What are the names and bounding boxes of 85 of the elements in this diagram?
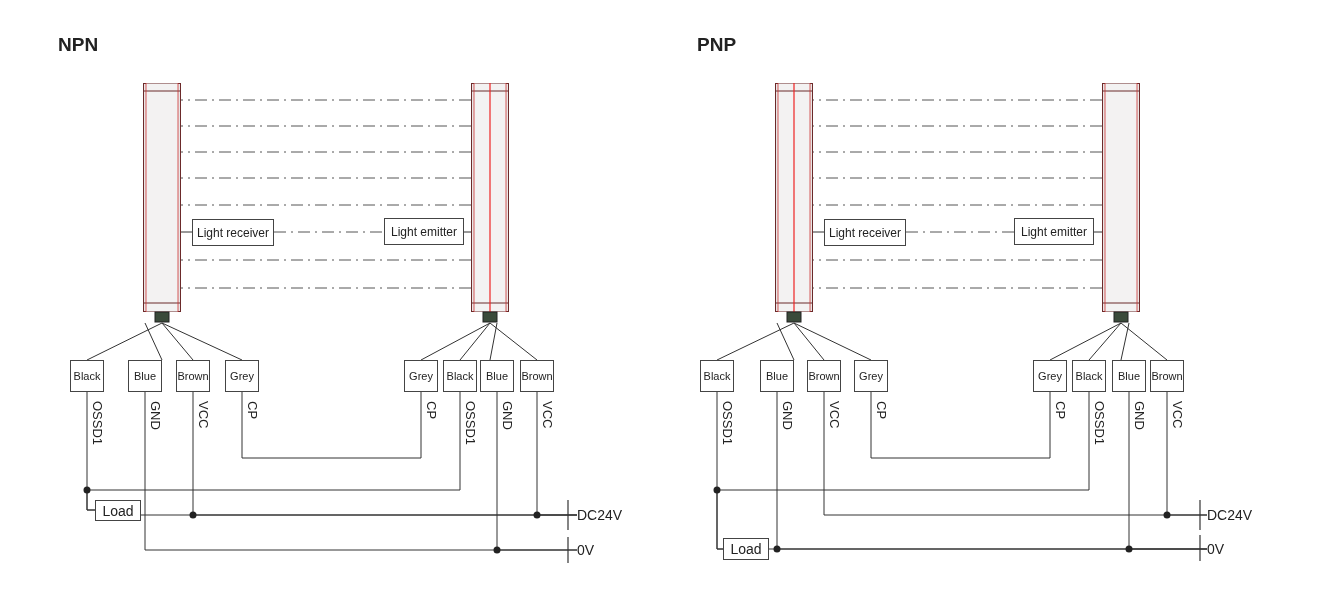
wire-color-label: Grey: [230, 370, 254, 382]
device-label-box: Light emitter: [1014, 218, 1094, 245]
wire-signal-label: GND: [1133, 401, 1146, 430]
light-beam: [273, 231, 385, 233]
device-label-box: Light receiver: [824, 219, 906, 246]
wire: [776, 322, 795, 361]
wire: [496, 391, 578, 551]
light-curtain-bar: [471, 83, 509, 323]
leader-line: [463, 231, 472, 233]
wire: [86, 322, 163, 361]
wire-signal-label: GND: [501, 401, 514, 430]
wire-signal-label: CP: [246, 401, 259, 420]
wire-color-label: Blue: [766, 370, 788, 382]
wire: [161, 322, 243, 361]
light-curtain-bar: [775, 83, 813, 323]
leader-line: [812, 231, 825, 233]
wire: [1166, 391, 1208, 516]
wire: [1049, 322, 1122, 361]
wire-color-label: Grey: [1038, 370, 1062, 382]
wire-color-label: Grey: [409, 370, 433, 382]
wire: [1128, 391, 1208, 550]
wire-signal-label: OSSD1: [91, 401, 104, 446]
device-label-box: Light emitter: [384, 218, 464, 245]
wire-signal-label: OSSD1: [464, 401, 477, 446]
light-beam: [180, 99, 472, 101]
wire: [793, 322, 825, 361]
wire: [716, 391, 1090, 550]
wire-signal-label: CP: [875, 401, 888, 420]
wire: [241, 391, 422, 459]
wire-color-label: Brown: [808, 370, 840, 382]
wire-color-label: Brown: [521, 370, 553, 382]
wire: [793, 322, 872, 361]
light-beam: [180, 125, 472, 127]
wire-color-label: Blue: [486, 370, 508, 382]
wire-signal-label: VCC: [541, 401, 554, 429]
wire: [489, 322, 538, 361]
wire-color-label: Grey: [859, 370, 883, 382]
wire-signal-label: VCC: [1171, 401, 1184, 429]
device-label-box: Light receiver: [192, 219, 274, 246]
wire: [1120, 322, 1130, 361]
load-box: Load: [95, 500, 141, 521]
wire: [1088, 322, 1122, 361]
wire: [536, 391, 578, 516]
light-beam: [180, 287, 472, 289]
light-beam: [180, 177, 472, 179]
light-beam: [905, 231, 1015, 233]
light-beam: [180, 259, 472, 261]
wire: [1120, 322, 1168, 361]
wire: [161, 322, 194, 361]
wire: [144, 322, 163, 361]
wire: [459, 322, 491, 361]
light-curtain-bar: [1102, 83, 1140, 323]
supply-label: DC24V: [577, 506, 629, 524]
load-box: Load: [723, 538, 769, 560]
wire-color-label: Brown: [177, 370, 209, 382]
wire: [716, 322, 795, 361]
wire-color-label: Black: [1075, 370, 1103, 382]
supply-label: 0V: [577, 541, 603, 559]
wire: [420, 322, 491, 361]
wire-signal-label: VCC: [828, 401, 841, 429]
wire: [489, 322, 498, 361]
wire-signal-label: OSSD1: [721, 401, 734, 446]
wire-color-label: Blue: [134, 370, 156, 382]
supply-label: 0V: [1207, 540, 1233, 558]
wire-color-label: Blue: [1118, 370, 1140, 382]
light-beam: [180, 204, 472, 206]
wire-color-label: Black: [73, 370, 101, 382]
wire-signal-label: CP: [1054, 401, 1067, 420]
wire: [870, 391, 1051, 459]
panel-heading: NPN: [58, 34, 99, 56]
wire-color-label: Black: [446, 370, 474, 382]
leader-line: [180, 231, 193, 233]
light-curtain-bar: [143, 83, 181, 323]
wire-signal-label: GND: [781, 401, 794, 430]
leader-line: [1093, 231, 1103, 233]
wire-signal-label: VCC: [197, 401, 210, 429]
wire-color-label: Brown: [1151, 370, 1183, 382]
wire: [86, 391, 461, 511]
wire-signal-label: GND: [149, 401, 162, 430]
panel-heading: PNP: [697, 34, 737, 56]
wire-color-label: Black: [703, 370, 731, 382]
light-beam: [180, 151, 472, 153]
wire-signal-label: CP: [425, 401, 438, 420]
wire-signal-label: OSSD1: [1093, 401, 1106, 446]
supply-label: DC24V: [1207, 506, 1259, 524]
